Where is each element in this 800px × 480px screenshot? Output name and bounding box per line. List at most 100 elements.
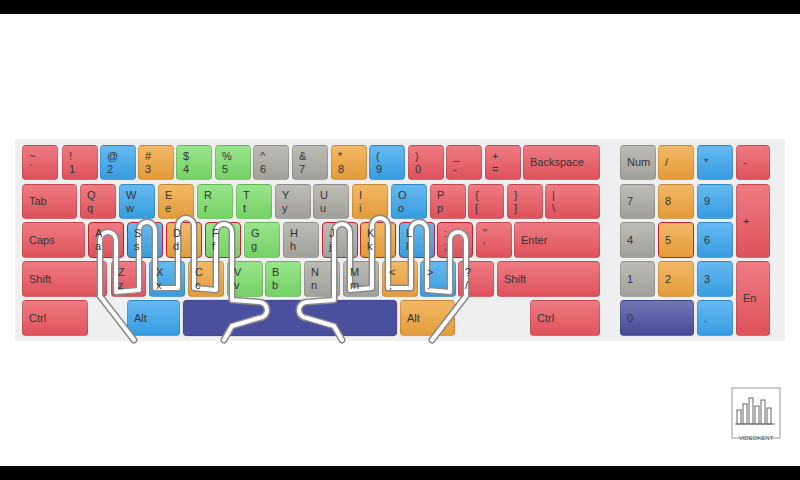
key-legend: En <box>743 292 756 305</box>
key-legend: v <box>234 279 240 292</box>
right-hand <box>299 218 466 340</box>
keyboard-key: Nn <box>304 261 340 297</box>
keyboard-key: "' <box>476 222 512 258</box>
key-legend: Y <box>282 189 289 202</box>
keyboard-key: + <box>736 184 770 258</box>
keyboard-panel <box>15 139 785 341</box>
keyboard-key: |\ <box>545 184 600 219</box>
key-legend: k <box>367 240 373 253</box>
right-hand <box>299 218 466 340</box>
key-legend: P <box>437 189 444 202</box>
key-legend: + <box>743 215 749 228</box>
key-legend: z <box>118 279 124 292</box>
keyboard-key: Vv <box>227 261 263 297</box>
left-hand <box>100 218 267 340</box>
key-legend: 6 <box>260 163 266 176</box>
keyboard-key: Ctrl <box>530 300 600 336</box>
keyboard-key: Tab <box>22 184 77 219</box>
key-legend: \ <box>552 202 555 215</box>
keyboard-key: Rr <box>197 184 233 219</box>
key-legend: r <box>204 202 208 215</box>
key-legend: + <box>492 150 498 163</box>
keyboard-key: Alt <box>127 300 180 336</box>
key-legend: Caps <box>29 234 55 247</box>
key-legend: M <box>350 266 359 279</box>
keyboard-key: Ii <box>352 184 388 219</box>
key-legend: F <box>212 227 219 240</box>
key-legend: w <box>126 202 134 215</box>
watermark-logo <box>732 388 780 438</box>
key-legend: Ctrl <box>537 312 554 325</box>
key-legend: 1 <box>69 163 75 176</box>
keyboard-key: }] <box>507 184 543 219</box>
keyboard-key: Qq <box>80 184 116 219</box>
keyboard-key: #3 <box>138 145 174 180</box>
keyboard-key: 7 <box>620 184 655 219</box>
keyboard-key: Mm <box>343 261 379 297</box>
keyboard-key: _- <box>446 145 482 180</box>
keyboard-key: Alt <box>400 300 455 336</box>
keyboard-key: Shift <box>22 261 107 297</box>
key-legend: [ <box>475 202 478 215</box>
key-legend: ! <box>69 150 72 163</box>
key-legend: l <box>406 240 408 253</box>
key-legend: R <box>204 189 212 202</box>
keyboard-key: 5 <box>658 222 694 258</box>
key-legend: 9 <box>376 163 382 176</box>
key-legend: G <box>251 227 260 240</box>
key-legend: 4 <box>627 234 633 247</box>
keyboard-key: $4 <box>176 145 212 180</box>
keyboard-key: 2 <box>658 261 694 297</box>
keyboard-key: Aa <box>88 222 124 258</box>
key-legend: 0 <box>415 163 421 176</box>
key-legend: ^ <box>260 150 265 163</box>
key-legend: : <box>444 227 447 240</box>
key-legend: Ctrl <box>29 312 46 325</box>
keyboard-key: Ff <box>205 222 241 258</box>
keyboard-key: Dd <box>166 222 202 258</box>
key-legend: / <box>465 279 468 292</box>
key-legend: N <box>311 266 319 279</box>
key-legend: h <box>290 240 296 253</box>
keyboard-key: - <box>736 145 770 180</box>
key-legend: u <box>320 202 326 215</box>
keyboard-key: 6 <box>697 222 733 258</box>
keyboard-key: Hh <box>283 222 319 258</box>
key-legend: E <box>165 189 172 202</box>
keyboard-key: !1 <box>62 145 98 180</box>
key-legend: x <box>156 279 162 292</box>
key-legend: n <box>311 279 317 292</box>
key-legend: ] <box>514 202 517 215</box>
key-legend: 9 <box>704 195 710 208</box>
keyboard-key: &7 <box>292 145 328 180</box>
keyboard-key: Num <box>620 145 656 180</box>
key-legend: Z <box>118 266 125 279</box>
key-legend: s <box>134 240 140 253</box>
key-legend: } <box>514 189 518 202</box>
key-legend: 7 <box>627 195 633 208</box>
key-legend: * <box>704 156 708 169</box>
key-legend: 7 <box>299 163 305 176</box>
keyboard-key: Pp <box>430 184 466 219</box>
key-legend: c <box>195 279 201 292</box>
key-legend: A <box>95 227 102 240</box>
keyboard-key: ~` <box>22 145 58 180</box>
key-legend: Tab <box>29 195 47 208</box>
key-legend: S <box>134 227 141 240</box>
keyboard-key: 0 <box>620 300 694 336</box>
key-legend: 1 <box>627 273 633 286</box>
keyboard-key: Gg <box>244 222 280 258</box>
key-legend: f <box>212 240 215 253</box>
keyboard-key: Cc <box>188 261 224 297</box>
key-legend: Num <box>627 156 650 169</box>
key-legend: ? <box>465 266 471 279</box>
keyboard-key: Shift <box>497 261 600 297</box>
key-legend: Q <box>87 189 96 202</box>
key-legend: 2 <box>665 273 671 286</box>
key-legend: 6 <box>704 234 710 247</box>
keyboard-key: *8 <box>331 145 367 180</box>
key-legend: = <box>492 163 498 176</box>
keyboard-key: 4 <box>620 222 655 258</box>
key-legend: y <box>282 202 288 215</box>
keyboard-key: Oo <box>391 184 427 219</box>
